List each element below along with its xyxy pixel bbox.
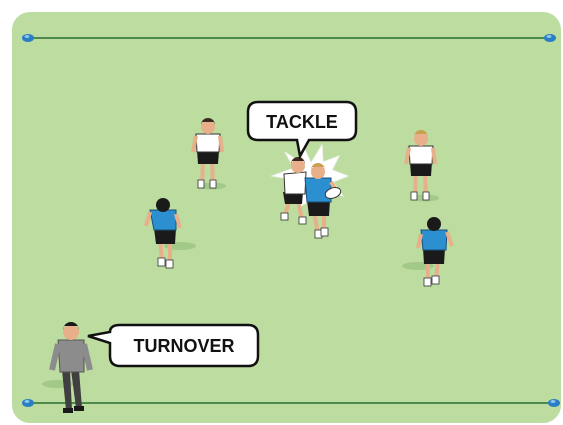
tackle-label: TACKLE [266,112,338,132]
turnover-callout: TURNOVER [88,325,258,366]
cone-icon [544,34,556,42]
turnover-label: TURNOVER [133,336,234,356]
cone-icon [22,399,34,407]
cone-icon [548,399,560,407]
cone-icon [22,34,34,42]
